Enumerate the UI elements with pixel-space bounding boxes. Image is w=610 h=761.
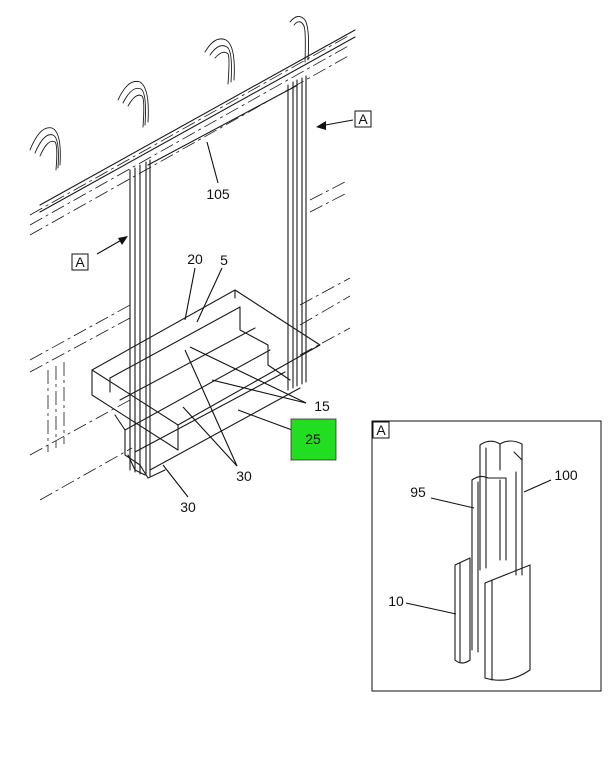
callout-15: 15 [314, 398, 330, 414]
callout-30-lower: 30 [180, 499, 196, 515]
grab-handles [29, 16, 310, 171]
top-cross-bar [39, 29, 356, 213]
view-ref-left: A [71, 253, 89, 271]
view-ref-upper: A [354, 110, 372, 128]
callout-25-highlight[interactable]: 25 [290, 418, 337, 461]
arrow-head-upper-icon [316, 121, 326, 130]
detail-view-ref-text: A [376, 422, 386, 438]
view-ref-left-text: A [75, 254, 85, 270]
view-ref-upper-text: A [358, 111, 368, 127]
callout-105: 105 [206, 186, 230, 202]
step-box [91, 289, 321, 479]
callout-10: 10 [388, 593, 404, 609]
callout-100: 100 [554, 467, 578, 483]
callout-25: 25 [305, 431, 321, 447]
callout-20: 20 [187, 251, 203, 267]
leader-lines [162, 141, 307, 498]
leader-20 [184, 267, 196, 321]
leader-15a [189, 346, 307, 404]
leader-25 [237, 409, 293, 431]
leader-100 [523, 479, 552, 493]
view-arrows [96, 119, 354, 255]
detail-view-a: A [371, 420, 602, 692]
leader-10 [405, 602, 457, 615]
leader-105 [206, 141, 219, 184]
leader-15b [211, 379, 307, 404]
phantom-body-lines [29, 34, 351, 501]
leader-5 [196, 267, 223, 323]
arrow-head-left-icon [118, 236, 128, 245]
leader-30c [162, 464, 189, 498]
callout-30-upper: 30 [236, 468, 252, 484]
leader-30b [182, 406, 238, 467]
callout-5: 5 [220, 252, 228, 268]
leader-95 [430, 497, 475, 509]
callout-95: 95 [410, 484, 426, 500]
leader-30a [184, 349, 238, 467]
